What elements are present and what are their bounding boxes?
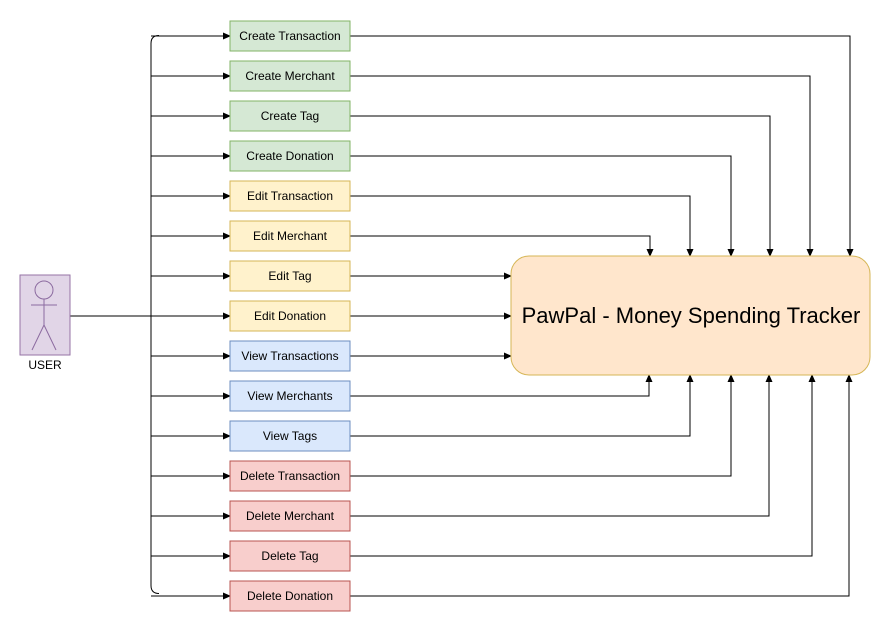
use-case-edit-donation[interactable]: Edit Donation [229,300,351,332]
arrow-from-edit-transaction [350,195,694,257]
use-case-label: Create Donation [246,149,333,163]
use-case-box [229,500,351,532]
use-case-box [229,100,351,132]
use-case-label: Create Transaction [239,29,340,43]
use-case-box [229,420,351,452]
use-case-box [229,220,351,252]
use-case-box [229,460,351,492]
use-case-create-donation[interactable]: Create Donation [229,140,351,172]
arrow-from-delete-donation [350,374,853,597]
use-case-edit-transaction[interactable]: Edit Transaction [229,180,351,212]
use-case-create-tag[interactable]: Create Tag [229,100,351,132]
use-case-create-merchant[interactable]: Create Merchant [229,60,351,92]
arrow-from-create-tag [350,115,774,257]
arrow-from-view-tags [350,374,694,437]
use-case-label: Delete Donation [247,589,333,603]
arrow-from-edit-merchant [350,235,654,257]
use-case-label: Delete Transaction [240,469,340,483]
use-case-view-merchants[interactable]: View Merchants [229,380,351,412]
use-case-box [229,540,351,572]
use-case-view-transactions[interactable]: View Transactions [229,340,351,372]
stick-figure-icon [31,280,57,351]
actor-label: USER [28,358,62,372]
use-case-box [229,380,351,412]
use-case-delete-tag[interactable]: Delete Tag [229,540,351,572]
use-case-box [229,580,351,612]
use-case-box [229,260,351,292]
use-case-box [229,180,351,212]
use-case-label: View Tags [263,429,317,443]
use-case-label: View Merchants [247,389,332,403]
use-case-delete-merchant[interactable]: Delete Merchant [229,500,351,532]
arrow-from-view-merchants [350,374,653,397]
connector-layer [70,32,854,600]
use-case-box [229,20,351,52]
actor-box [19,274,71,356]
connector-spine [150,35,160,594]
arrow-from-delete-transaction [350,374,735,477]
use-case-label: View Transactions [241,349,338,363]
use-case-label: Delete Merchant [246,509,335,523]
actor-user[interactable]: USER [19,274,71,372]
use-case-box [229,340,351,372]
arrow-from-delete-merchant [350,374,773,517]
system-node[interactable]: PawPal - Money Spending Tracker [510,255,871,376]
use-case-box [229,140,351,172]
use-case-label: Create Tag [261,109,319,123]
use-case-box [229,60,351,92]
use-case-label: Edit Donation [254,309,326,323]
use-case-delete-transaction[interactable]: Delete Transaction [229,460,351,492]
use-case-label: Create Merchant [245,69,335,83]
arrow-from-create-donation [350,155,735,257]
use-case-label: Delete Tag [261,549,318,563]
arrow-from-delete-tag [350,374,816,557]
arrow-from-create-transaction [350,35,854,257]
system-box [510,255,871,376]
system-label: PawPal - Money Spending Tracker [522,303,861,328]
use-case-box [229,300,351,332]
use-case-label: Edit Merchant [253,229,328,243]
arrow-from-create-merchant [350,75,814,257]
use-case-delete-donation[interactable]: Delete Donation [229,580,351,612]
use-case-label: Edit Tag [268,269,311,283]
use-case-create-transaction[interactable]: Create Transaction [229,20,351,52]
use-case-label: Edit Transaction [247,189,333,203]
use-case-edit-tag[interactable]: Edit Tag [229,260,351,292]
use-case-view-tags[interactable]: View Tags [229,420,351,452]
use-case-edit-merchant[interactable]: Edit Merchant [229,220,351,252]
